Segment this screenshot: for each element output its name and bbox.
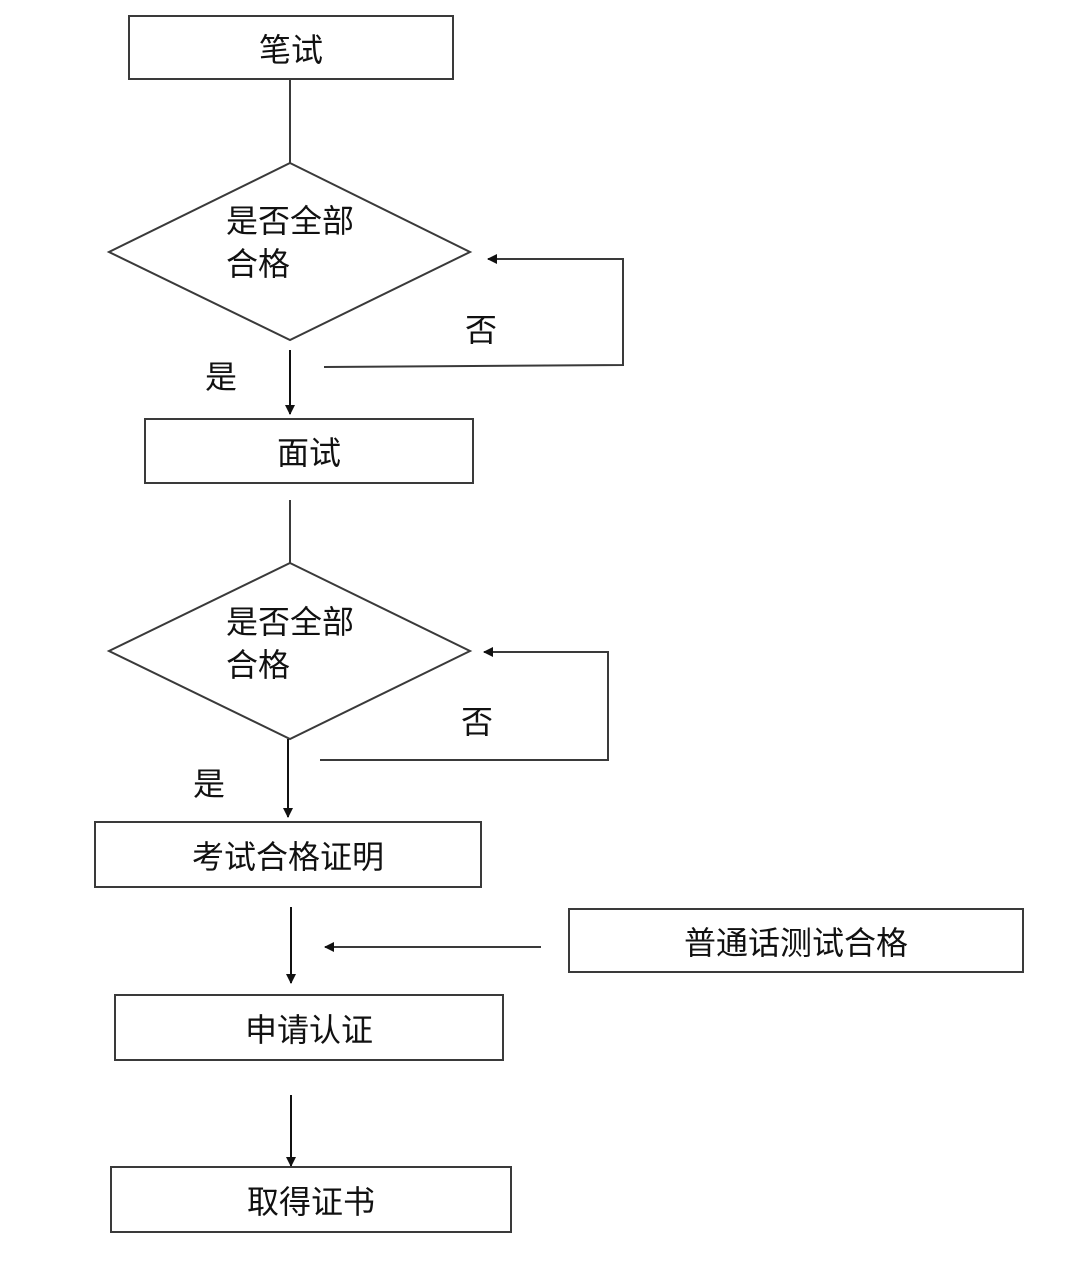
step-written-exam-label: 笔试 [258, 30, 323, 69]
connector-decision1-no-loop [323, 254, 624, 368]
step-interview-label: 面试 [276, 434, 341, 472]
step-apply-certification-label: 申请认证 [244, 1010, 373, 1049]
step-exam-certificate-label: 考试合格证明 [191, 837, 384, 876]
decision-2-no-label: 否 [461, 703, 494, 741]
step-exam-certificate: 考试合格证明 [94, 821, 482, 888]
decision-2-line1: 是否全部 [226, 603, 355, 641]
decision-1-text: 是否全部 合格 [226, 200, 386, 286]
decision-1-no-label: 否 [465, 311, 498, 349]
step-written-exam: 笔试 [128, 15, 454, 80]
step-interview: 面试 [144, 418, 474, 484]
decision-2-yes-label: 是 [193, 765, 226, 803]
decision-2-diamond [106, 561, 473, 741]
step-apply-certification: 申请认证 [114, 994, 504, 1061]
step-mandarin-test: 普通话测试合格 [568, 908, 1024, 973]
decision-2-line2: 合格 [226, 646, 291, 684]
step-obtain-certificate-label: 取得证书 [246, 1182, 375, 1221]
decision-1-line1: 是否全部 [226, 202, 355, 240]
step-obtain-certificate: 取得证书 [110, 1166, 512, 1233]
decision-1-yes-label: 是 [205, 358, 238, 396]
decision-1-diamond [106, 161, 473, 342]
connector-decision2-no-loop [320, 647, 609, 761]
step-mandarin-test-label: 普通话测试合格 [683, 923, 908, 962]
decision-1-line2: 合格 [226, 245, 291, 283]
decision-2-text: 是否全部 合格 [226, 601, 386, 687]
